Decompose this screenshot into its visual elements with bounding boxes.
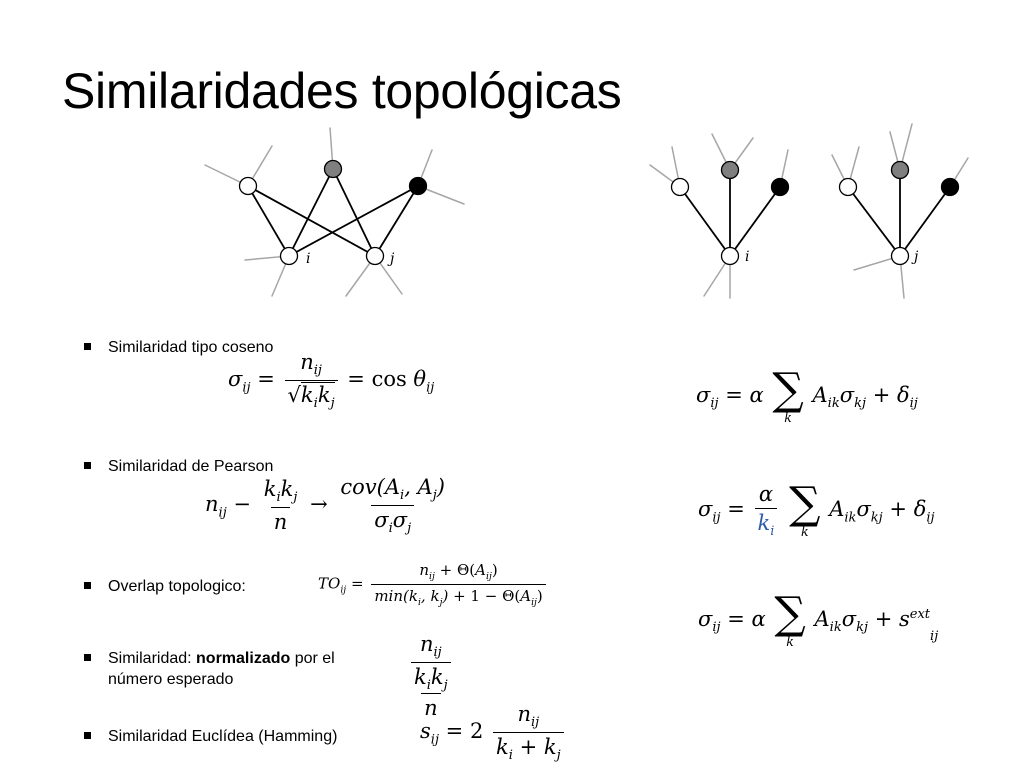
formula-cosine: σij = nij√kikj = cos θij bbox=[228, 350, 435, 412]
node-gray bbox=[323, 159, 343, 179]
bullet-text: Overlap topologico: bbox=[108, 578, 246, 595]
formula-recursive-3: σij = α ∑k Aikσkj + sextij bbox=[698, 588, 939, 649]
node-i bbox=[279, 246, 299, 266]
node-black bbox=[770, 177, 790, 197]
node-white bbox=[838, 177, 858, 197]
graph-star-i: i bbox=[649, 133, 790, 299]
page-title: Similaridades topológicas bbox=[62, 63, 622, 119]
bullet-marker bbox=[84, 343, 91, 350]
bullet-marker bbox=[84, 654, 91, 661]
formula-overlap: TOij = nij + Θ(Aij)min(ki, kj) + 1 − Θ(A… bbox=[318, 561, 549, 608]
bullet-marker bbox=[84, 582, 91, 589]
node-j-label: j bbox=[911, 249, 919, 265]
node-white bbox=[670, 177, 690, 197]
node-i-label: i bbox=[306, 251, 310, 267]
node-j-label: j bbox=[387, 251, 395, 267]
node-gray bbox=[720, 160, 740, 180]
bullet-text: Similaridad de Pearson bbox=[108, 458, 274, 475]
node-black bbox=[408, 176, 428, 196]
node-white bbox=[238, 176, 258, 196]
graph-common-neighbors: i j bbox=[204, 127, 465, 297]
graph-star-j: j bbox=[831, 123, 969, 299]
bullet-text-prefix: Similaridad: bbox=[108, 650, 197, 667]
bullet-marker bbox=[84, 462, 91, 469]
formula-recursive-1: σij = α ∑k Aikσkj + δij bbox=[696, 364, 918, 425]
node-black bbox=[940, 177, 960, 197]
bullet-text-line2: número esperado bbox=[108, 671, 234, 688]
node-j bbox=[365, 246, 385, 266]
node-gray bbox=[890, 160, 910, 180]
bullet-text-suffix: por el bbox=[290, 650, 335, 667]
bullet-text-bold: normalizado bbox=[196, 650, 291, 667]
node-i bbox=[720, 246, 740, 266]
node-i-label: i bbox=[745, 249, 749, 265]
node-j bbox=[890, 246, 910, 266]
network-diagrams: i j i j bbox=[204, 123, 969, 299]
bullet-text: Similaridad tipo coseno bbox=[108, 339, 274, 356]
bullet-marker bbox=[84, 732, 91, 739]
bullet-text: Similaridad Euclídea (Hamming) bbox=[108, 728, 338, 745]
